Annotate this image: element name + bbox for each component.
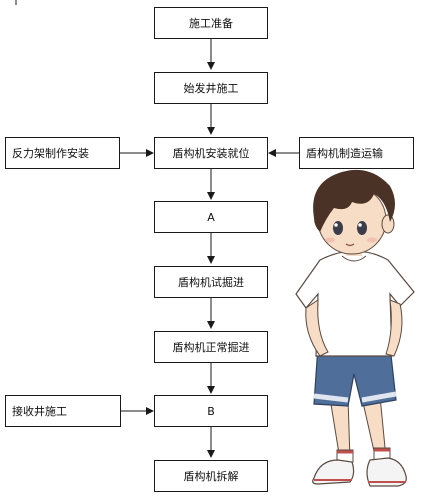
boy-illustration-icon xyxy=(295,169,415,487)
flow-step-4-label: A xyxy=(207,210,215,224)
flow-step-2-label: 始发井施工 xyxy=(183,82,239,95)
side-box-left-2-label: 接收井施工 xyxy=(12,405,67,418)
flow-step-8: 盾构机拆解 xyxy=(154,460,268,492)
flow-step-6: 盾构机正常掘进 xyxy=(154,331,268,363)
side-box-right-1: 盾构机制造运输 xyxy=(299,137,414,169)
flow-step-2: 始发井施工 xyxy=(154,72,268,104)
flow-step-3: 盾构机安装就位 xyxy=(154,137,268,169)
flow-step-8-label: 盾构机拆解 xyxy=(183,470,239,483)
flow-step-1-label: 施工准备 xyxy=(189,17,233,30)
flow-step-5-label: 盾构机试掘进 xyxy=(178,276,244,289)
flow-step-1: 施工准备 xyxy=(154,7,268,39)
flow-step-3-label: 盾构机安装就位 xyxy=(172,147,250,160)
flow-step-5: 盾构机试掘进 xyxy=(154,266,268,298)
side-box-left-2: 接收井施工 xyxy=(5,395,121,427)
side-box-left-1-label: 反力架制作安装 xyxy=(12,147,89,160)
side-box-right-1-label: 盾构机制造运输 xyxy=(306,147,383,160)
flow-step-7-label: B xyxy=(207,404,215,418)
flow-step-6-label: 盾构机正常掘进 xyxy=(172,341,250,354)
flow-step-7: B xyxy=(154,395,268,427)
flow-step-4: A xyxy=(154,201,268,233)
side-box-left-1: 反力架制作安装 xyxy=(5,137,120,169)
